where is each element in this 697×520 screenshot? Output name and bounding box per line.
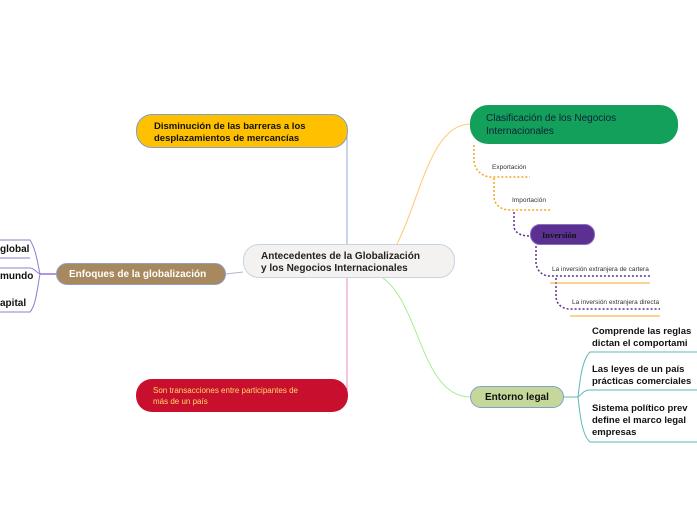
transacciones-node[interactable]: Son transacciones entre participantes de… xyxy=(136,379,348,412)
entorno-legal-node[interactable]: Entorno legal xyxy=(470,386,564,408)
connector-directa xyxy=(555,278,660,310)
entorno-item3-line1: Sistema político prev xyxy=(592,403,688,414)
barreras-line2: desplazamientos de mercancías xyxy=(154,133,300,144)
connector-entorno xyxy=(379,275,471,398)
enfoque-child-global[interactable]: global xyxy=(0,244,30,255)
entorno-item3-line2: define el marco legal xyxy=(592,415,686,426)
inversion-node[interactable]: Inversión xyxy=(530,224,595,245)
connector-entorno-item1 xyxy=(577,351,697,398)
entorno-item-leyes[interactable]: Las leyes de un país prácticas comercial… xyxy=(592,364,691,388)
connector-entorno-item2 xyxy=(577,389,697,398)
entorno-item2-line2: prácticas comerciales xyxy=(592,376,692,387)
connector-importacion xyxy=(493,178,552,211)
enfoque-child-apital[interactable]: apital xyxy=(0,298,27,309)
entorno-legal-label: Entorno legal xyxy=(485,392,549,403)
connector-entorno-item3 xyxy=(577,396,697,443)
importacion-label[interactable]: Importación xyxy=(512,197,546,204)
transacciones-line2: más de un país xyxy=(153,397,208,406)
connector-apital xyxy=(0,273,41,313)
entorno-item2-line1: Las leyes de un país xyxy=(592,364,685,375)
connector-mundo xyxy=(0,267,41,275)
connector-exportacion xyxy=(473,145,530,178)
cartera-label[interactable]: La inversión extranjera de cartera xyxy=(552,266,649,273)
transacciones-line1: Son transacciones entre participantes de xyxy=(153,386,298,395)
clasificacion-line2: Internacionales xyxy=(486,126,554,137)
central-topic-line1: Antecedentes de la Globalización xyxy=(261,251,420,262)
entorno-item3-line3: empresas xyxy=(592,427,637,438)
inversion-label: Inversión xyxy=(542,230,577,240)
connector-clasificacion xyxy=(395,123,471,247)
connector-cartera xyxy=(535,246,650,277)
connector-inversion xyxy=(513,212,531,237)
directa-label[interactable]: La inversión extranjera directa xyxy=(572,299,660,306)
entorno-item1-line2: dictan el comportami xyxy=(592,338,688,349)
central-topic-node[interactable]: Antecedentes de la Globalización y los N… xyxy=(243,244,455,278)
enfoques-node[interactable]: Enfoques de la globalización xyxy=(56,263,226,285)
entorno-item-sistema[interactable]: Sistema político prev define el marco le… xyxy=(592,403,688,439)
connector-global xyxy=(0,239,41,275)
clasificacion-node[interactable]: Clasificación de los Negocios Internacio… xyxy=(470,105,678,144)
exportacion-label[interactable]: Exportación xyxy=(492,164,527,171)
barreras-line1: Disminución de las barreras a los xyxy=(154,121,306,132)
connector-enfoques xyxy=(225,271,244,275)
clasificacion-line1: Clasificación de los Negocios xyxy=(486,113,617,124)
entorno-item-reglas[interactable]: Comprende las reglas dictan el comportam… xyxy=(592,326,691,350)
enfoque-child-mundo[interactable]: mundo xyxy=(0,271,34,282)
barreras-node[interactable]: Disminución de las barreras a los despla… xyxy=(136,114,348,148)
entorno-item1-line1: Comprende las reglas xyxy=(592,326,692,337)
central-topic-line2: y los Negocios Internacionales xyxy=(261,263,408,274)
enfoques-label: Enfoques de la globalización xyxy=(69,269,207,280)
